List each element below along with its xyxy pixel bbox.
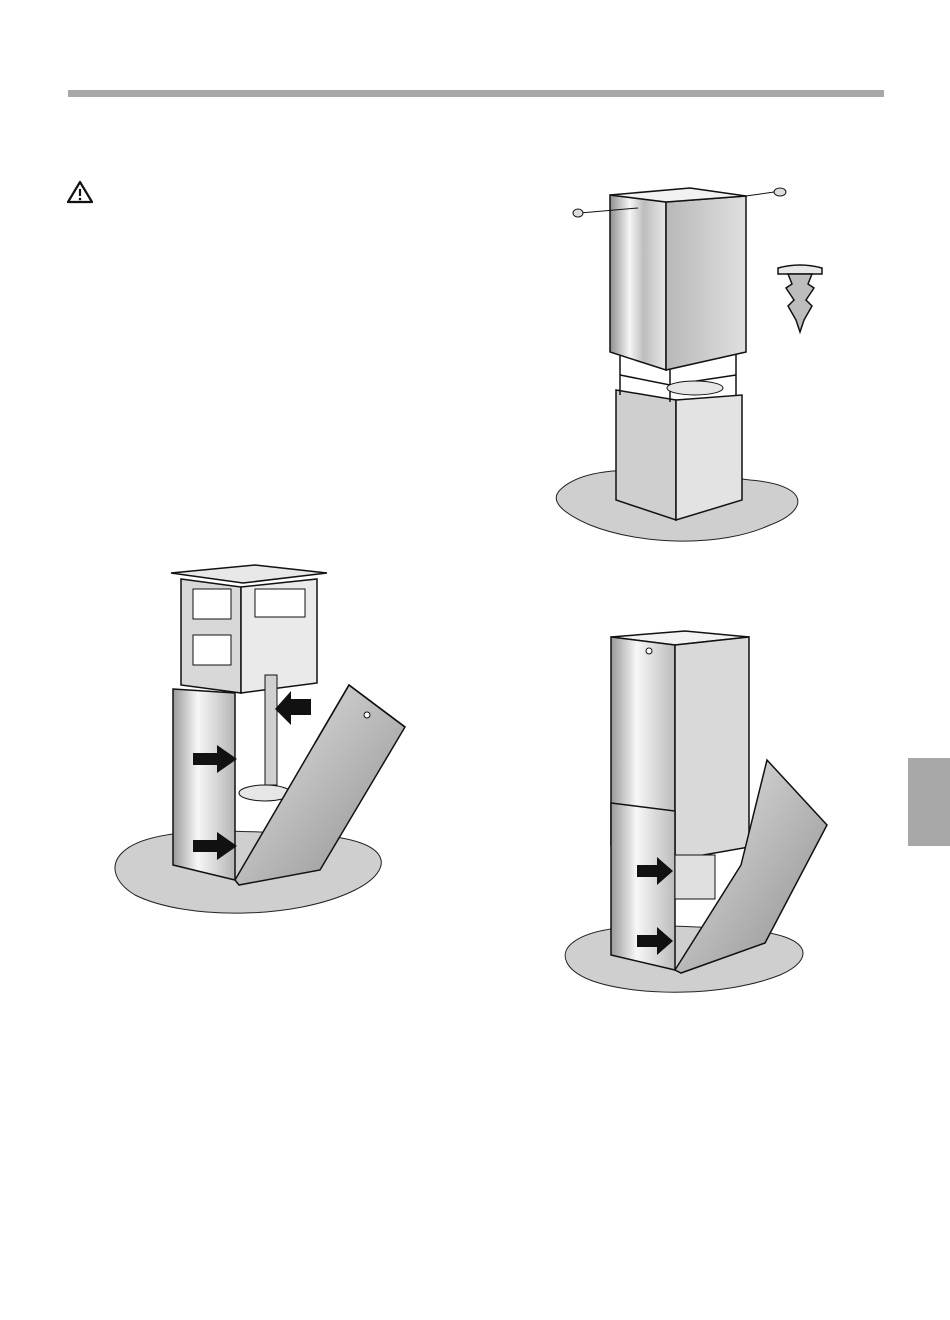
screw-icon (746, 188, 786, 196)
figure-chimney-assembled (550, 180, 840, 550)
lower-box (616, 390, 676, 520)
header-rule (68, 90, 884, 97)
warning-triangle-icon (66, 180, 94, 204)
figure-upper-cover-lowered (565, 625, 835, 1005)
section-tab (908, 758, 950, 846)
arrow-left-icon (275, 691, 311, 725)
screw-detail-icon (778, 265, 822, 332)
figure-lower-cover-open (115, 565, 415, 925)
upper-cover (610, 195, 666, 370)
